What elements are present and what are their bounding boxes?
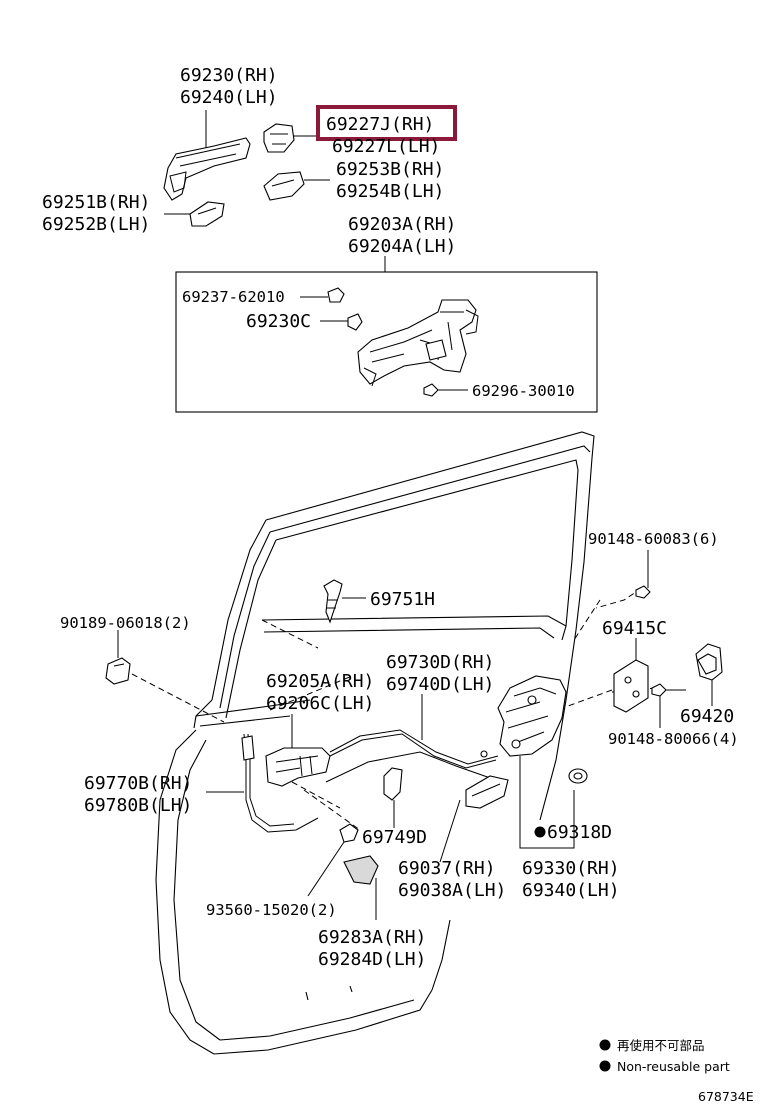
label-lock-rh[interactable]: 69330(RH) xyxy=(522,858,620,879)
label-plate[interactable]: 69415C xyxy=(602,618,667,639)
label-button[interactable]: 69751H xyxy=(370,589,435,610)
label-cover-rh[interactable]: 69227J(RH) xyxy=(326,114,434,135)
screw-bottom-part[interactable] xyxy=(339,823,359,843)
label-pad-rh[interactable]: 69251B(RH) xyxy=(42,192,150,213)
label-cover-lh[interactable]: 69227L(LH) xyxy=(332,136,440,157)
label-inner-lh[interactable]: 69206C(LH) xyxy=(266,693,374,714)
handle-pad-part[interactable] xyxy=(189,201,225,227)
label-cable-lh[interactable]: 69740D(LH) xyxy=(386,674,494,695)
label-guide-rh[interactable]: 69037(RH) xyxy=(398,858,496,879)
label-lock-lh[interactable]: 69340(LH) xyxy=(522,880,620,901)
guide-part[interactable] xyxy=(465,775,509,809)
label-cover2-rh[interactable]: 69283A(RH) xyxy=(318,927,426,948)
highlight-box xyxy=(316,105,457,141)
handle-cover-part[interactable] xyxy=(263,123,295,153)
label-cable-rh[interactable]: 69730D(RH) xyxy=(386,652,494,673)
door-lock-part[interactable] xyxy=(497,675,567,757)
label-inner-rh[interactable]: 69205A(RH) xyxy=(266,671,374,692)
outside-handle-part[interactable] xyxy=(163,137,251,201)
legend-item-jp: 再使用不可部品 xyxy=(617,1038,705,1053)
label-bezel-lh[interactable]: 69254B(LH) xyxy=(336,181,444,202)
handle-frame-group xyxy=(300,287,479,397)
non-reusable-mark xyxy=(534,826,546,838)
inside-handle-part[interactable] xyxy=(265,747,331,787)
lock-cover-part[interactable] xyxy=(343,855,379,885)
label-bolt4[interactable]: 90148-80066(4) xyxy=(608,730,739,748)
label-rod-lh[interactable]: 69780B(LH) xyxy=(84,795,192,816)
label-cover2-lh[interactable]: 69284D(LH) xyxy=(318,949,426,970)
handle-frame-part[interactable] xyxy=(357,299,477,385)
legend: 再使用不可部品 Non-reusable part xyxy=(599,1038,730,1074)
legend-item-en: Non-reusable part xyxy=(617,1059,730,1074)
label-frame-lh[interactable]: 69204A(LH) xyxy=(348,236,456,257)
label-screw[interactable]: 69296-30010 xyxy=(472,382,575,400)
label-striker[interactable]: 69420 xyxy=(680,706,734,727)
label-bolt6[interactable]: 90148-60083(6) xyxy=(588,530,719,548)
label-rod-rh[interactable]: 69770B(RH) xyxy=(84,773,192,794)
label-nut2[interactable]: 90189-06018(2) xyxy=(60,614,191,632)
diagram-code: 678734E xyxy=(698,1089,754,1104)
bolt-part[interactable] xyxy=(635,585,651,599)
rod-clip-part[interactable] xyxy=(383,767,403,801)
label-seal[interactable]: 69318D xyxy=(547,822,612,843)
label-guide-lh[interactable]: 69038A(LH) xyxy=(398,880,506,901)
bolt4-part[interactable] xyxy=(651,683,667,697)
nut-left-part[interactable] xyxy=(105,657,131,685)
cable-part[interactable] xyxy=(329,729,499,765)
handle-bezel-part[interactable] xyxy=(263,171,305,201)
label-nut[interactable]: 69230C xyxy=(246,311,311,332)
screw-part[interactable] xyxy=(423,383,439,397)
lock-parts-group xyxy=(105,550,723,920)
clip-part[interactable] xyxy=(327,287,345,303)
door-outline xyxy=(155,431,595,1055)
label-pad-lh[interactable]: 69252B(LH) xyxy=(42,214,150,235)
label-handle-rh[interactable]: 69230(RH) xyxy=(180,65,278,86)
nut-part[interactable] xyxy=(347,313,363,331)
label-bezel-rh[interactable]: 69253B(RH) xyxy=(336,159,444,180)
lock-knob-part[interactable] xyxy=(323,579,343,624)
label-frame-rh[interactable]: 69203A(RH) xyxy=(348,214,456,235)
frame-assembly-box xyxy=(175,271,598,413)
striker-plate-part[interactable] xyxy=(613,659,649,713)
label-handle-lh[interactable]: 69240(LH) xyxy=(180,87,278,108)
label-clip[interactable]: 69237-62010 xyxy=(182,288,285,306)
label-screw2[interactable]: 93560-15020(2) xyxy=(206,901,337,919)
label-clip2[interactable]: 69749D xyxy=(362,827,427,848)
outside-handle-group xyxy=(163,110,330,227)
